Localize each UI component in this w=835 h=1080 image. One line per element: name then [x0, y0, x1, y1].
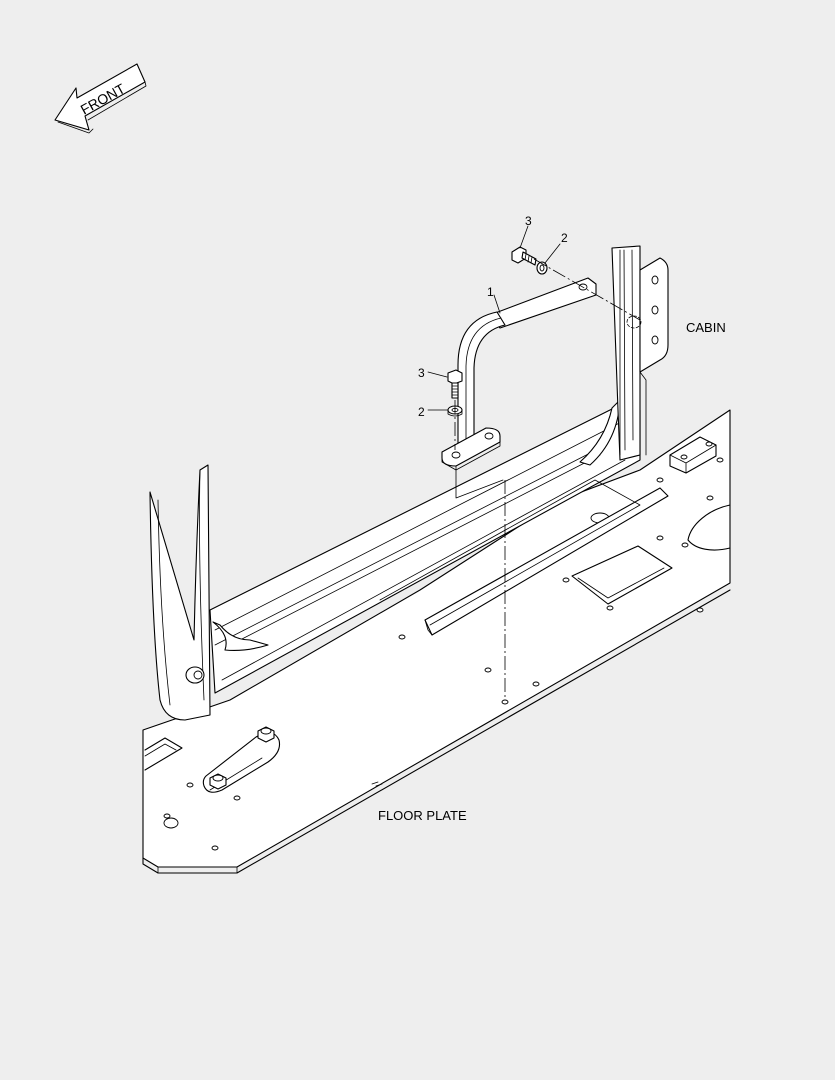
callout-bolt-upper: 3: [525, 214, 532, 228]
floor-plate-label: FLOOR PLATE: [378, 808, 467, 823]
bolt-lower-part-3: [447, 369, 463, 399]
callout-bolt-lower: 3: [418, 366, 425, 380]
bolt-upper-part-3: [511, 246, 537, 266]
front-arrow-icon: FRONT: [54, 63, 147, 134]
leader-lines: [427, 225, 561, 411]
floor-plate: [142, 409, 731, 874]
cabin-label: CABIN: [686, 320, 726, 335]
callout-washer-upper: 2: [561, 231, 568, 245]
cabin-frame: [149, 245, 669, 721]
callout-handrail: 1: [487, 285, 494, 299]
callout-washer-lower: 2: [418, 405, 425, 419]
assembly-lines: [454, 258, 642, 705]
handrail-part-1: [441, 277, 597, 499]
